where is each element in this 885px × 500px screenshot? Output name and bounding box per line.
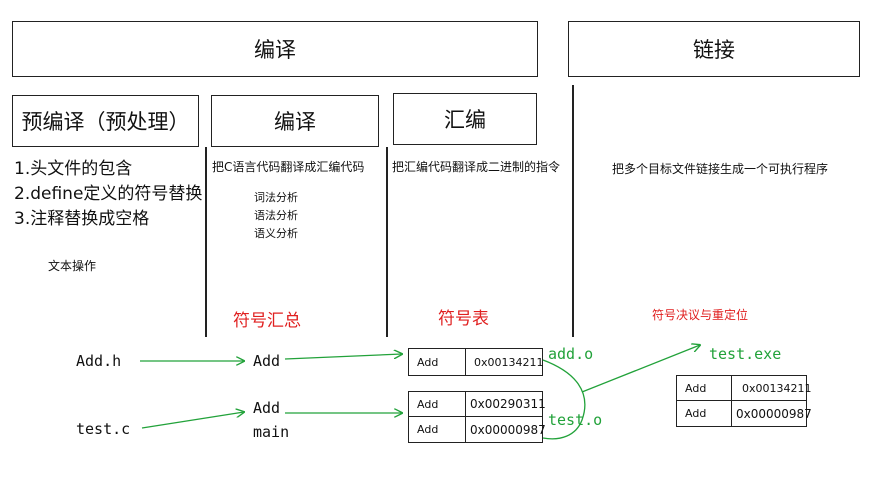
- compile-main-label: 编译: [254, 38, 296, 62]
- table-cell-name: Add: [676, 375, 732, 401]
- preprocess-item: 3.注释替换成空格: [14, 209, 150, 229]
- add-h-symbol: Add: [253, 352, 281, 370]
- arrow-testc-to-add: [141, 412, 244, 429]
- table-cell-name: Add: [408, 348, 466, 376]
- preprocess-note: 文本操作: [48, 259, 97, 273]
- assemble-box: 汇编: [393, 93, 537, 145]
- link-box: 链接: [568, 21, 860, 77]
- divider-2: [386, 147, 388, 337]
- compile-step: 语义分析: [254, 227, 298, 240]
- arrow-add-to-addo: [284, 354, 402, 360]
- test-c-symbol: main: [253, 423, 290, 441]
- preprocess-label: 预编译（预处理）: [21, 110, 190, 134]
- preprocess-item: 2.define定义的符号替换: [14, 184, 203, 204]
- file-test-c: test.c: [76, 420, 131, 438]
- preprocess-item: 1.头文件的包含: [14, 159, 133, 179]
- compile-description: 把C语言代码翻译成汇编代码: [212, 160, 365, 174]
- compile-step: 语法分析: [254, 209, 298, 222]
- symbol-summary-label: 符号汇总: [233, 311, 301, 331]
- compile-step: 词法分析: [254, 191, 298, 204]
- table-cell-addr: 0x00290311: [465, 391, 546, 417]
- file-test-exe: test.exe: [709, 345, 782, 363]
- link-description: 把多个目标文件链接生成一个可执行程序: [612, 162, 829, 176]
- table-cell-addr: 0x00000987: [465, 416, 546, 443]
- compile-label: 编译: [274, 110, 316, 134]
- symbol-table-label: 符号表: [438, 309, 489, 329]
- symbol-merge-label: 符号决议与重定位: [652, 308, 749, 322]
- file-add-o: add.o: [548, 345, 594, 363]
- divider-3: [572, 85, 574, 337]
- file-add-h: Add.h: [76, 352, 122, 370]
- preprocess-box: 预编译（预处理）: [12, 95, 199, 147]
- table-cell-name: Add: [408, 416, 466, 443]
- preprocess-description: 1.头文件的包含 2.define定义的符号替换 3.注释替换成空格: [14, 157, 202, 232]
- assemble-description: 把汇编代码翻译成二进制的指令: [392, 160, 561, 174]
- file-test-o: test.o: [548, 411, 603, 429]
- link-label: 链接: [693, 38, 735, 62]
- assemble-label: 汇编: [444, 108, 486, 132]
- merge-curve: [542, 359, 586, 440]
- compile-box: 编译: [211, 95, 379, 147]
- test-c-symbol: Add: [253, 399, 281, 417]
- table-cell-addr: 0x00134211: [465, 348, 544, 376]
- table-cell-addr: 0x00000987: [731, 400, 812, 427]
- divider-1: [205, 147, 207, 337]
- compile-main-box: 编译: [12, 21, 538, 77]
- compile-steps: 词法分析 语法分析 语义分析: [254, 189, 298, 243]
- arrow-merge-to-exe: [581, 345, 700, 393]
